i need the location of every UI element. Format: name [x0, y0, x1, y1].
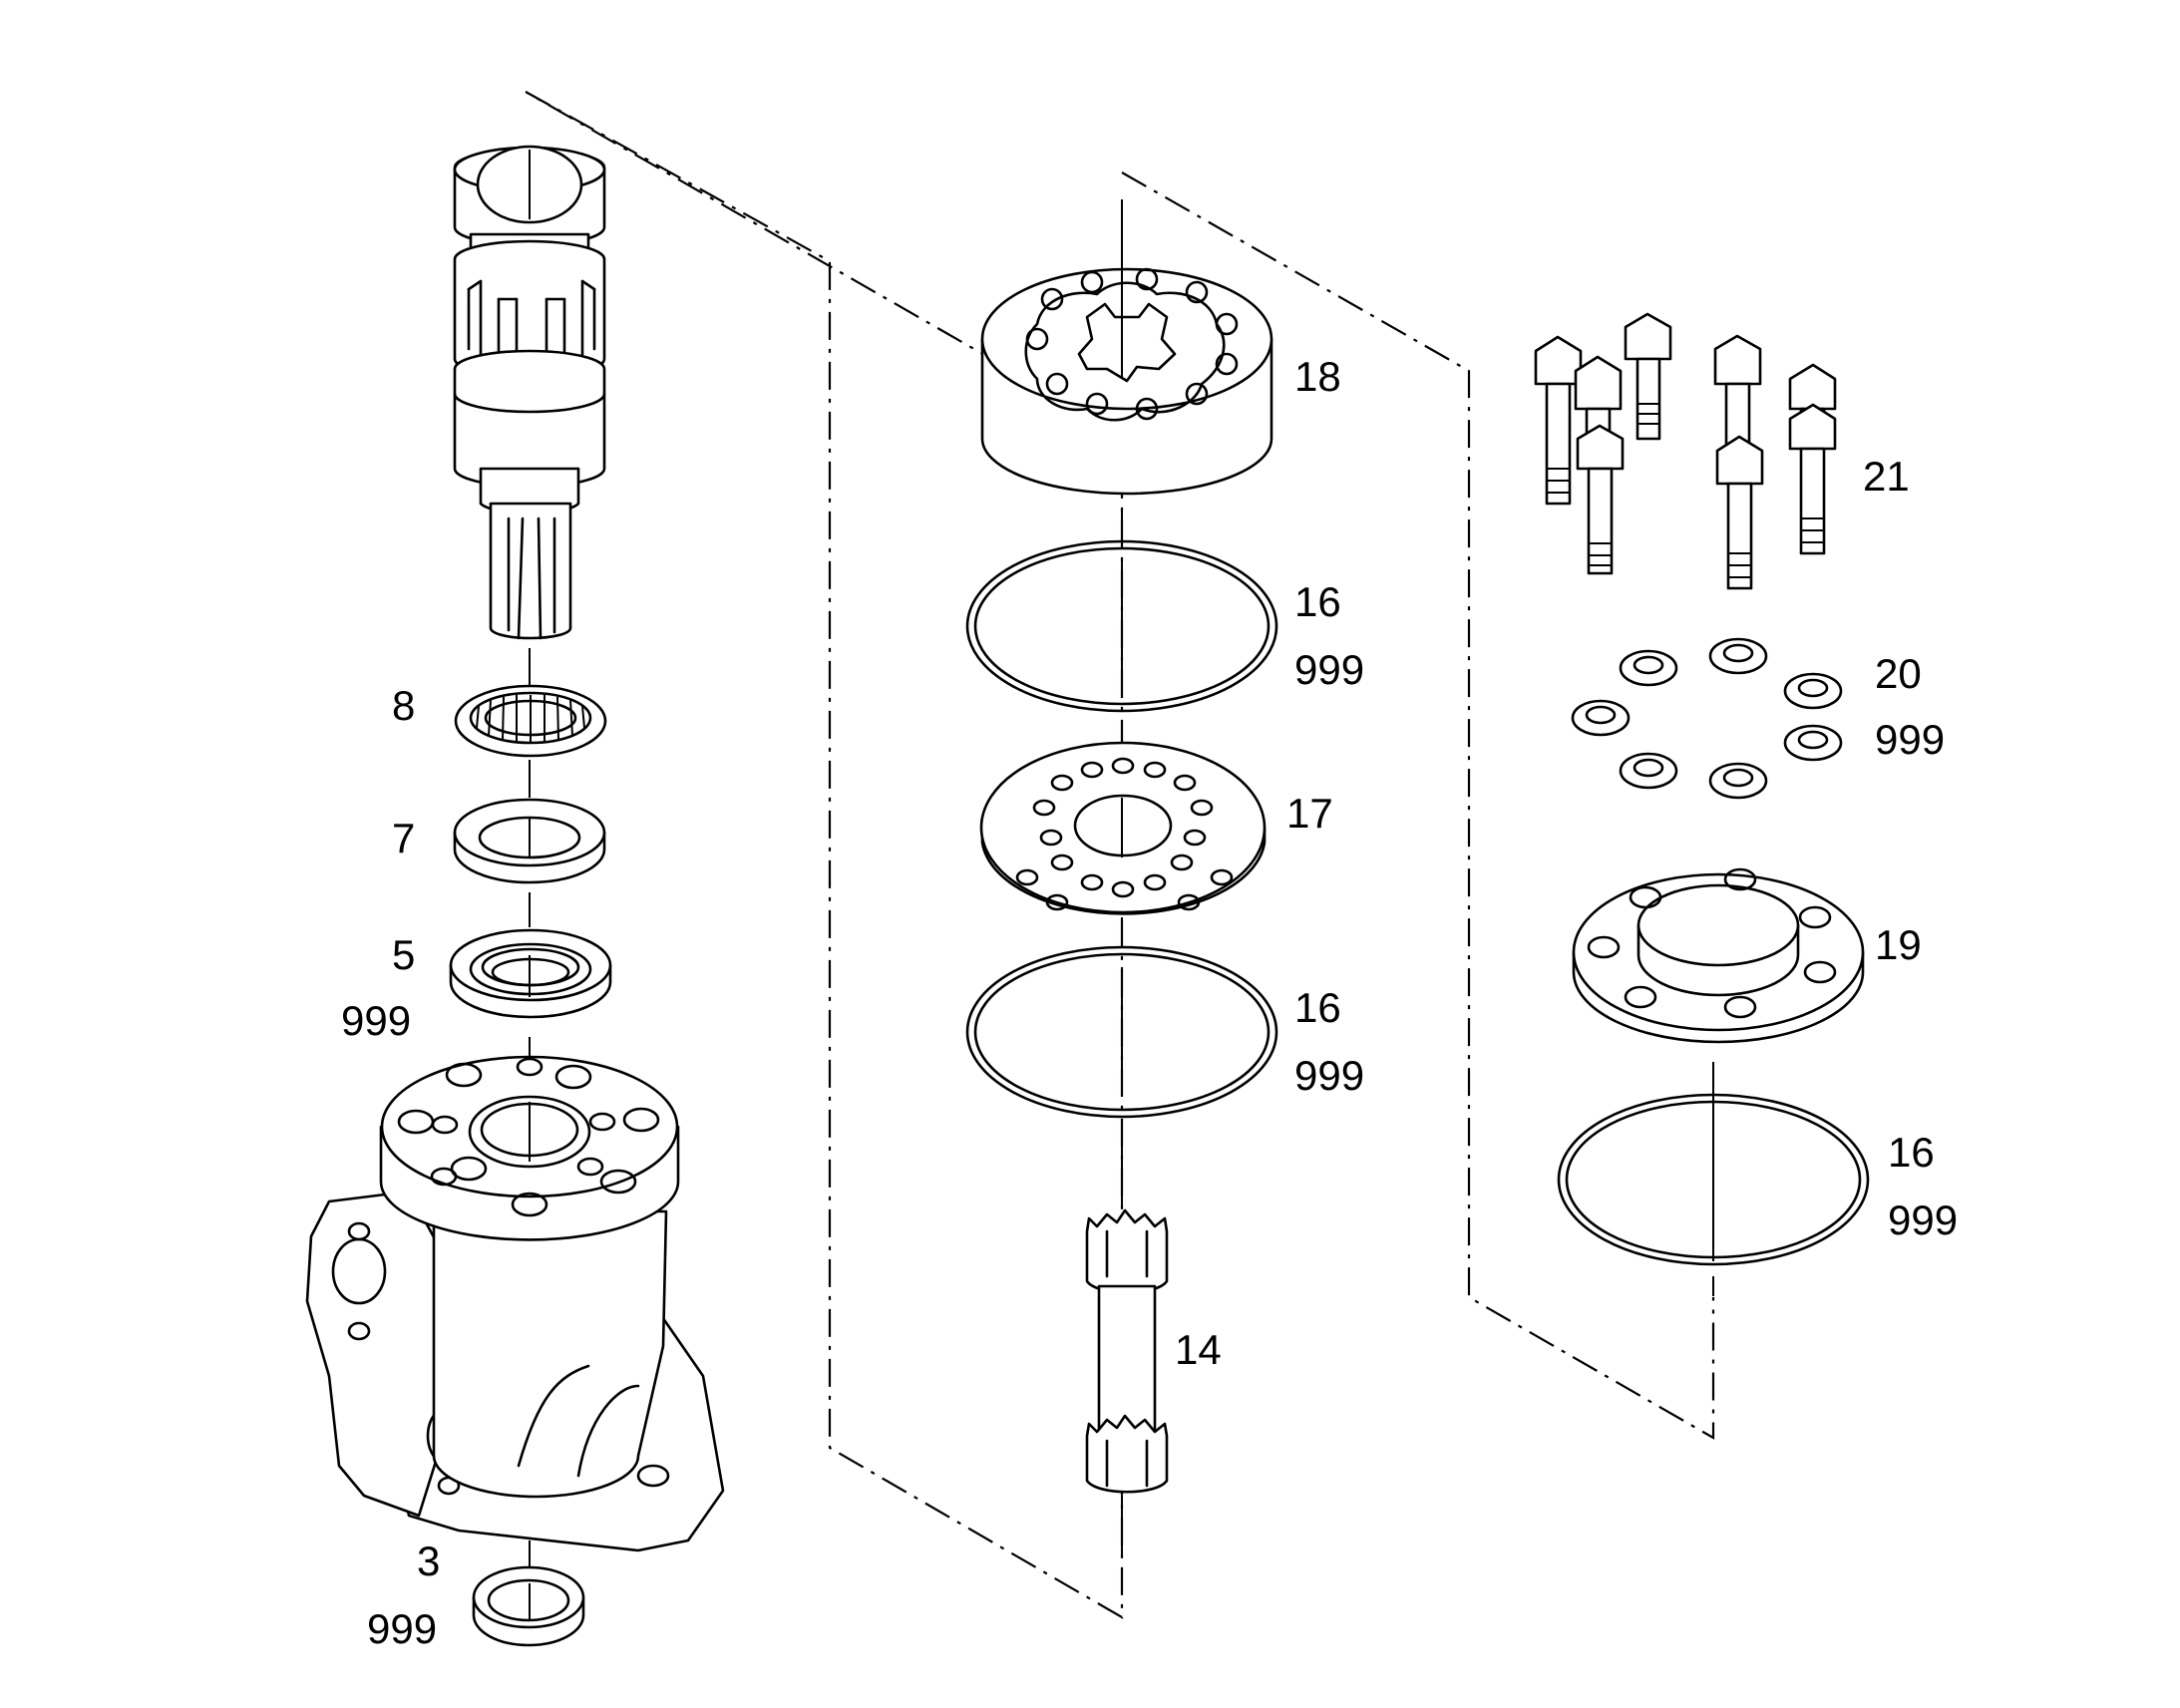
- steering-unit-housing-part: [305, 1055, 725, 1575]
- callout-16-right-qty: 999: [1888, 1196, 1958, 1243]
- washer-set-part: [1571, 637, 1843, 800]
- callout-21: 21: [1863, 453, 1910, 500]
- callout-5: 5: [392, 931, 415, 978]
- callout-3: 3: [417, 1537, 440, 1584]
- seal-ring-part: [472, 1565, 585, 1647]
- thrust-bearing-part: [454, 684, 607, 798]
- shaft-seal-part: [449, 928, 612, 1077]
- distributor-plate-part: [979, 741, 1267, 947]
- callout-16-upper: 16: [1294, 578, 1341, 625]
- assembly-frame-left: [525, 91, 1124, 1619]
- o-ring-part-right: [1557, 1093, 1870, 1296]
- callout-16-middle: 16: [1294, 984, 1341, 1031]
- callout-3-qty: 999: [367, 1605, 437, 1652]
- callout-16-upper-qty: 999: [1294, 646, 1364, 693]
- callout-17: 17: [1286, 790, 1333, 837]
- callout-16-right: 16: [1888, 1129, 1935, 1176]
- callout-16-middle-qty: 999: [1294, 1052, 1364, 1099]
- callout-14: 14: [1175, 1326, 1222, 1373]
- callout-labels: 8 7 5 999 3 999 18 16 999 17 16 999 14 2…: [341, 353, 1958, 1652]
- callout-19: 19: [1875, 921, 1922, 968]
- callout-7: 7: [392, 815, 415, 861]
- spool-sleeve-part: [453, 145, 606, 693]
- callout-5-qty: 999: [341, 997, 411, 1044]
- callout-20: 20: [1875, 650, 1922, 697]
- washer-part: [453, 798, 606, 927]
- bolt-set-part: [1534, 312, 1837, 590]
- gear-set-part: [980, 199, 1273, 543]
- callout-20-qty: 999: [1875, 716, 1945, 763]
- cardan-shaft-part: [1085, 1208, 1169, 1555]
- callout-18: 18: [1294, 353, 1341, 400]
- o-ring-part-middle: [965, 945, 1278, 1206]
- callout-8: 8: [392, 682, 415, 729]
- o-ring-part-upper: [965, 539, 1278, 758]
- end-cover-part: [1572, 867, 1865, 1097]
- assembly-frame-right: [1121, 171, 1715, 1440]
